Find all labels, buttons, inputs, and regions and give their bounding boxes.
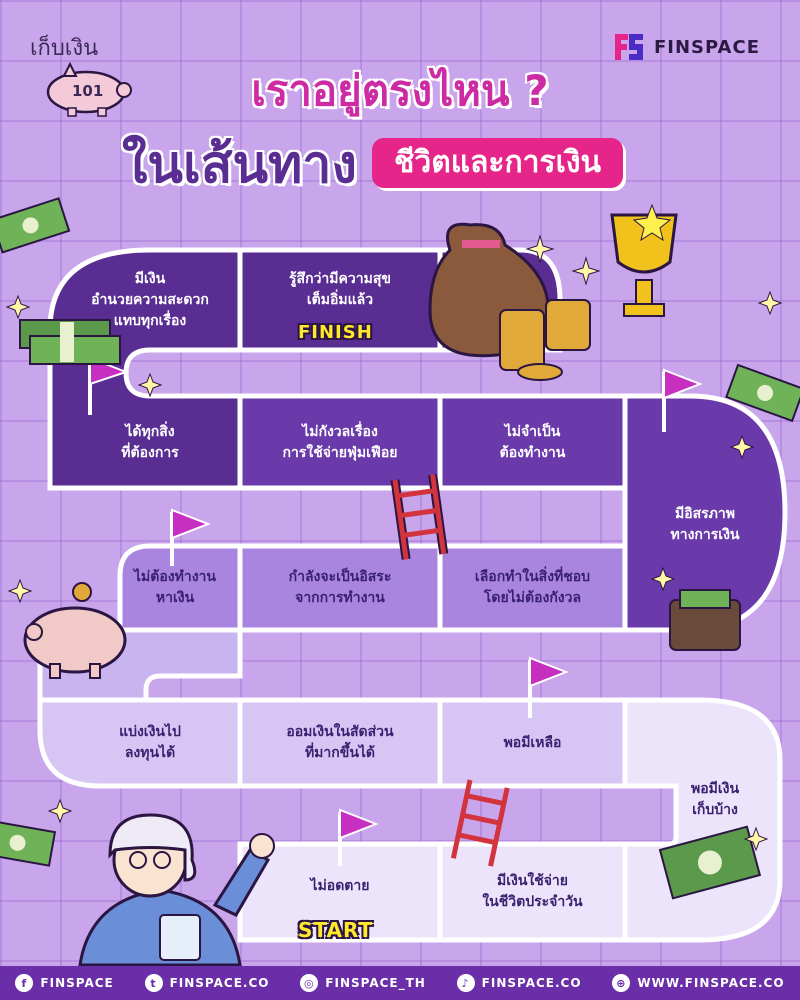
footer-link-tiktok[interactable]: ♪ FINSPACE.CO (456, 974, 582, 992)
page-title-line2: ในเส้นทาง (122, 135, 357, 195)
brand-right-text: FINSPACE (654, 36, 760, 58)
footer-link-label: FINSPACE.CO (481, 976, 582, 990)
page-title-highlight: ชีวิตและการเงิน (372, 138, 624, 188)
brand-left-text: เก็บเงิน (30, 36, 99, 61)
facebook-icon: f (15, 974, 34, 992)
sparkle-icon (5, 234, 783, 852)
brand-finspace: FINSPACE (612, 30, 760, 64)
footer-link-label: FINSPACE (40, 976, 114, 990)
trophy-icon (610, 203, 678, 317)
piggy-bank-icon (23, 582, 127, 679)
path-row3-left (117, 543, 243, 633)
footer-link-facebook[interactable]: f FINSPACE (15, 974, 113, 992)
cell-text: แบ่งเงินไป ลงทุนได้ (119, 724, 181, 761)
cell-text: ไม่จำเป็น ต้องทำงาน (499, 424, 566, 461)
wallet-icon (669, 589, 741, 651)
cell-text: พอมีเงิน เก็บบ้าง (690, 781, 740, 818)
cell-r3-c3 (437, 543, 628, 633)
footer-link-label: WWW.FINSPACE.CO (637, 976, 785, 990)
footer-link-twitter[interactable]: t FINSPACE.CO (144, 974, 270, 992)
ladder-icon (390, 474, 449, 560)
finish-label: FINISH (298, 322, 373, 343)
banknote-icon (0, 197, 71, 254)
footer-bar: f FINSPACE t FINSPACE.CO ◎ FINSPACE_TH ♪… (0, 966, 800, 1000)
flag-icon (528, 656, 569, 718)
cell-text: กำลังจะเป็นอิสระ จากการทำงาน (288, 569, 392, 606)
flag-icon (338, 808, 379, 866)
ladder-icon (450, 779, 510, 867)
start-label: START (298, 918, 374, 942)
flag-icon (662, 368, 703, 432)
piggy-logo-icon (46, 61, 132, 117)
flag-icon (170, 508, 211, 566)
path-row4-left (37, 697, 243, 789)
cell-text: ไม่อดตาย (310, 877, 370, 894)
cell-text: ได้ทุกสิ่ง ที่ต้องการ (121, 424, 179, 461)
cash-stack-icon (19, 319, 121, 365)
cell-text: รู้สึกว่ามีความสุข เต็มอิ่มแล้ว (289, 271, 391, 308)
page-title-line1: เราอยู่ตรงไหน ? (251, 66, 549, 115)
cell-text: มีเงิน อำนวยความสะดวก แทบทุกเรื่อง (91, 270, 209, 329)
cell-text: ไม่กังวลเรื่อง การใช้จ่ายฟุ่มเฟือย (282, 424, 398, 461)
finspace-logo-icon (615, 34, 643, 60)
piggy-number: 101 (72, 82, 104, 100)
footer-link-instagram[interactable]: ◎ FINSPACE_TH (300, 974, 426, 992)
twitter-icon: t (144, 974, 163, 992)
cell-text: เลือกทำในสิ่งที่ชอบ โดยไม่ต้องกังวล (474, 569, 591, 606)
instagram-icon: ◎ (300, 974, 319, 992)
banknote-icon (658, 825, 762, 900)
cell-text: ไม่ต้องทำงาน หาเงิน (134, 569, 216, 606)
cell-text: พอมีเหลือ (503, 734, 562, 751)
cell-text: ออมเงินในสัดส่วน ที่มากขึ้นได้ (286, 724, 394, 761)
cell-r4-c2 (237, 697, 443, 789)
footer-link-website[interactable]: ⊕ WWW.FINSPACE.CO (612, 974, 784, 992)
tiktok-icon: ♪ (456, 974, 475, 992)
footer-link-label: FINSPACE_TH (325, 976, 426, 990)
coin-stack-icon (499, 299, 591, 381)
footer-link-label: FINSPACE.CO (169, 976, 270, 990)
brand-kebngoen: เก็บเงิน 101 (28, 30, 138, 120)
woman-character-icon (78, 813, 275, 967)
cell-r2-c3 (437, 393, 628, 491)
cell-text: มีอิสรภาพ ทางการเงิน (670, 506, 740, 543)
globe-icon: ⊕ (612, 974, 631, 992)
cell-r5-c3 (437, 841, 628, 943)
cell-r1-c2 (237, 247, 443, 353)
cell-r3-c2 (237, 543, 443, 633)
cell-text: มีเงินใช้จ่าย ในชีวิตประจำวัน (482, 873, 583, 910)
banknote-icon (725, 363, 800, 423)
banknote-icon (0, 818, 57, 867)
